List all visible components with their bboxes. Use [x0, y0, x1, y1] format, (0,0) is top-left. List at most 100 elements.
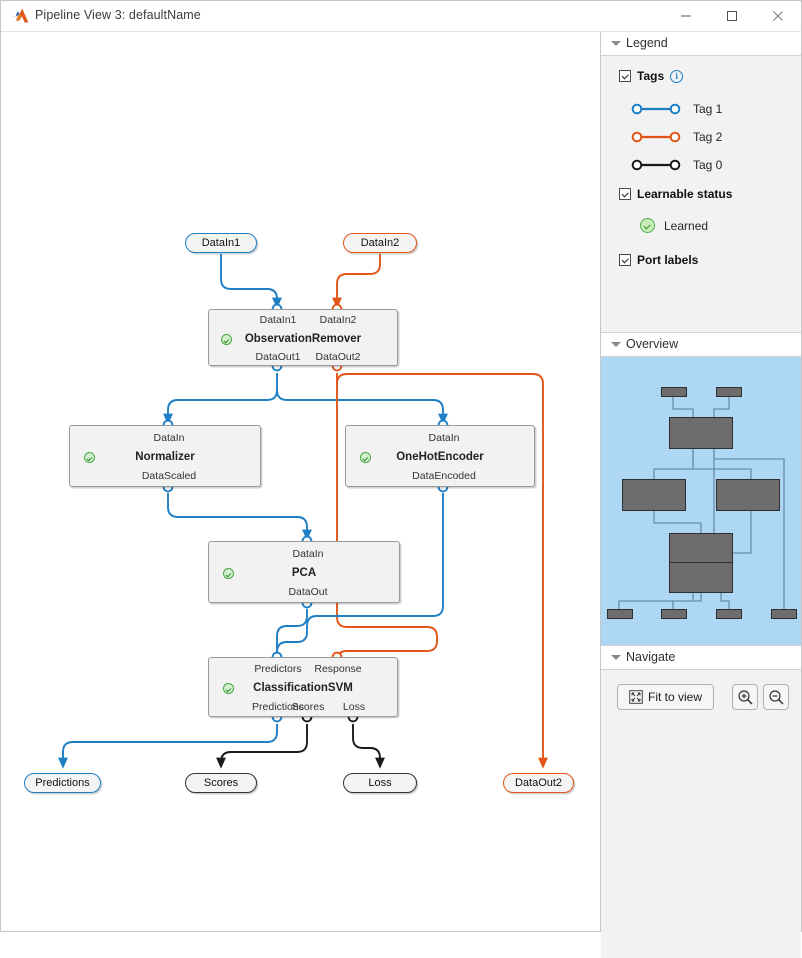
- title-bar: Pipeline View 3: defaultName: [1, 1, 801, 32]
- legend-tags-row[interactable]: Tags i: [619, 69, 684, 83]
- output-node-label: Loss: [368, 777, 392, 789]
- legend-entry-learned: Learned: [640, 218, 708, 233]
- legend-learnable-status-row[interactable]: Learnable status: [619, 187, 732, 201]
- close-button[interactable]: [755, 1, 801, 31]
- tag0-line-icon: [631, 159, 681, 171]
- legend-entry-tag2: Tag 2: [631, 130, 722, 144]
- port-label-out: DataOut: [288, 586, 328, 598]
- block-pca[interactable]: DataIn PCA DataOut: [208, 541, 400, 603]
- port-labels-label: Port labels: [637, 253, 699, 267]
- zoom-in-icon: [737, 689, 753, 705]
- port-label-in: DataIn: [428, 432, 460, 444]
- fit-to-view-button[interactable]: Fit to view: [617, 684, 714, 710]
- fit-to-view-icon: [629, 690, 643, 704]
- matlab-logo-icon: [11, 8, 29, 23]
- overview-node: [716, 479, 780, 511]
- port-labels-checkbox[interactable]: [619, 254, 631, 266]
- port-label-out: DataEncoded: [412, 470, 476, 482]
- legend-body: Tags i Tag 1 Tag 2: [601, 56, 801, 332]
- port-label-out: Loss: [342, 701, 366, 713]
- port-label-in: Predictors: [254, 663, 302, 675]
- learned-status-icon: [223, 568, 234, 579]
- learned-status-icon: [360, 452, 371, 463]
- navigate-body: Fit to view: [601, 670, 801, 958]
- port-label-out: DataOut2: [315, 351, 361, 363]
- navigate-section-title: Navigate: [626, 650, 676, 664]
- block-name: ObservationRemover: [244, 333, 362, 345]
- output-node-scores[interactable]: Scores: [185, 773, 257, 793]
- port-label-in: DataIn: [292, 548, 324, 560]
- overview-thumbnail[interactable]: [601, 357, 801, 645]
- block-classificationsvm[interactable]: Predictors Response ClassificationSVM Pr…: [208, 657, 398, 717]
- collapse-triangle-icon[interactable]: [611, 41, 621, 46]
- overview-node: [661, 609, 687, 619]
- port-label-in: DataIn1: [259, 314, 297, 326]
- overview-node: [716, 387, 742, 397]
- block-name: OneHotEncoder: [396, 451, 484, 463]
- pipeline-graph[interactable]: DataIn1 DataIn2 DataIn1 DataIn2 Observat…: [2, 32, 600, 931]
- overview-node: [669, 562, 733, 593]
- block-onehotencoder[interactable]: DataIn OneHotEncoder DataEncoded: [345, 425, 535, 487]
- port-label-in: Response: [314, 663, 362, 675]
- learned-icon: [640, 218, 655, 233]
- tag2-label: Tag 2: [693, 130, 723, 144]
- zoom-out-icon: [768, 689, 784, 705]
- legend-entry-tag0: Tag 0: [631, 158, 722, 172]
- legend-section-header[interactable]: Legend: [601, 32, 801, 56]
- input-node-label: DataIn2: [360, 237, 400, 249]
- window-title: Pipeline View 3: defaultName: [35, 8, 201, 22]
- input-node-datain2[interactable]: DataIn2: [343, 233, 417, 253]
- overview-node: [669, 417, 733, 449]
- learned-status-icon: [84, 452, 95, 463]
- info-icon[interactable]: i: [670, 69, 684, 83]
- learned-label: Learned: [664, 218, 709, 233]
- tag2-line-icon: [631, 131, 681, 143]
- input-node-datain1[interactable]: DataIn1: [185, 233, 257, 253]
- overview-body[interactable]: [601, 357, 801, 645]
- learned-status-icon: [223, 683, 234, 694]
- block-normalizer[interactable]: DataIn Normalizer DataScaled: [69, 425, 261, 487]
- learnable-status-checkbox[interactable]: [619, 188, 631, 200]
- output-node-loss[interactable]: Loss: [343, 773, 417, 793]
- overview-section-title: Overview: [626, 337, 679, 351]
- overview-section-header[interactable]: Overview: [601, 332, 801, 357]
- input-node-label: DataIn1: [201, 237, 241, 249]
- overview-node: [716, 609, 742, 619]
- zoom-out-button[interactable]: [763, 684, 789, 710]
- output-node-label: Predictions: [35, 777, 90, 789]
- port-label-out: DataScaled: [141, 470, 197, 482]
- port-label-out: Scores: [291, 701, 325, 713]
- overview-node: [607, 609, 633, 619]
- block-name: Normalizer: [135, 451, 195, 463]
- output-node-label: Scores: [203, 777, 239, 789]
- overview-node: [661, 387, 687, 397]
- tag1-label: Tag 1: [693, 102, 723, 116]
- overview-node: [669, 533, 733, 565]
- right-dock: Legend Tags i Tag 1: [601, 32, 801, 958]
- output-node-predictions[interactable]: Predictions: [24, 773, 101, 793]
- maximize-button[interactable]: [709, 1, 755, 31]
- block-name: PCA: [291, 567, 317, 579]
- pipeline-canvas[interactable]: DataIn1 DataIn2 DataIn1 DataIn2 Observat…: [2, 32, 601, 931]
- port-label-in: DataIn: [153, 432, 185, 444]
- tag1-line-icon: [631, 103, 681, 115]
- overview-node: [771, 609, 797, 619]
- collapse-triangle-icon[interactable]: [611, 342, 621, 347]
- block-name: ClassificationSVM: [253, 682, 353, 694]
- legend-entry-tag1: Tag 1: [631, 102, 722, 116]
- legend-section-title: Legend: [626, 36, 668, 50]
- block-observationremover[interactable]: DataIn1 DataIn2 ObservationRemover DataO…: [208, 309, 398, 366]
- minimize-button[interactable]: [663, 1, 709, 31]
- tags-checkbox[interactable]: [619, 70, 631, 82]
- learnable-status-label: Learnable status: [637, 187, 733, 201]
- zoom-in-button[interactable]: [732, 684, 758, 710]
- collapse-triangle-icon[interactable]: [611, 655, 621, 660]
- legend-port-labels-row[interactable]: Port labels: [619, 253, 698, 267]
- tags-label: Tags: [637, 69, 665, 83]
- navigate-section-header[interactable]: Navigate: [601, 645, 801, 670]
- pipeline-view-window: Pipeline View 3: defaultName: [0, 0, 802, 932]
- output-node-dataout2[interactable]: DataOut2: [503, 773, 574, 793]
- fit-to-view-label: Fit to view: [647, 690, 702, 704]
- port-label-in: DataIn2: [319, 314, 357, 326]
- output-node-label: DataOut2: [514, 777, 563, 789]
